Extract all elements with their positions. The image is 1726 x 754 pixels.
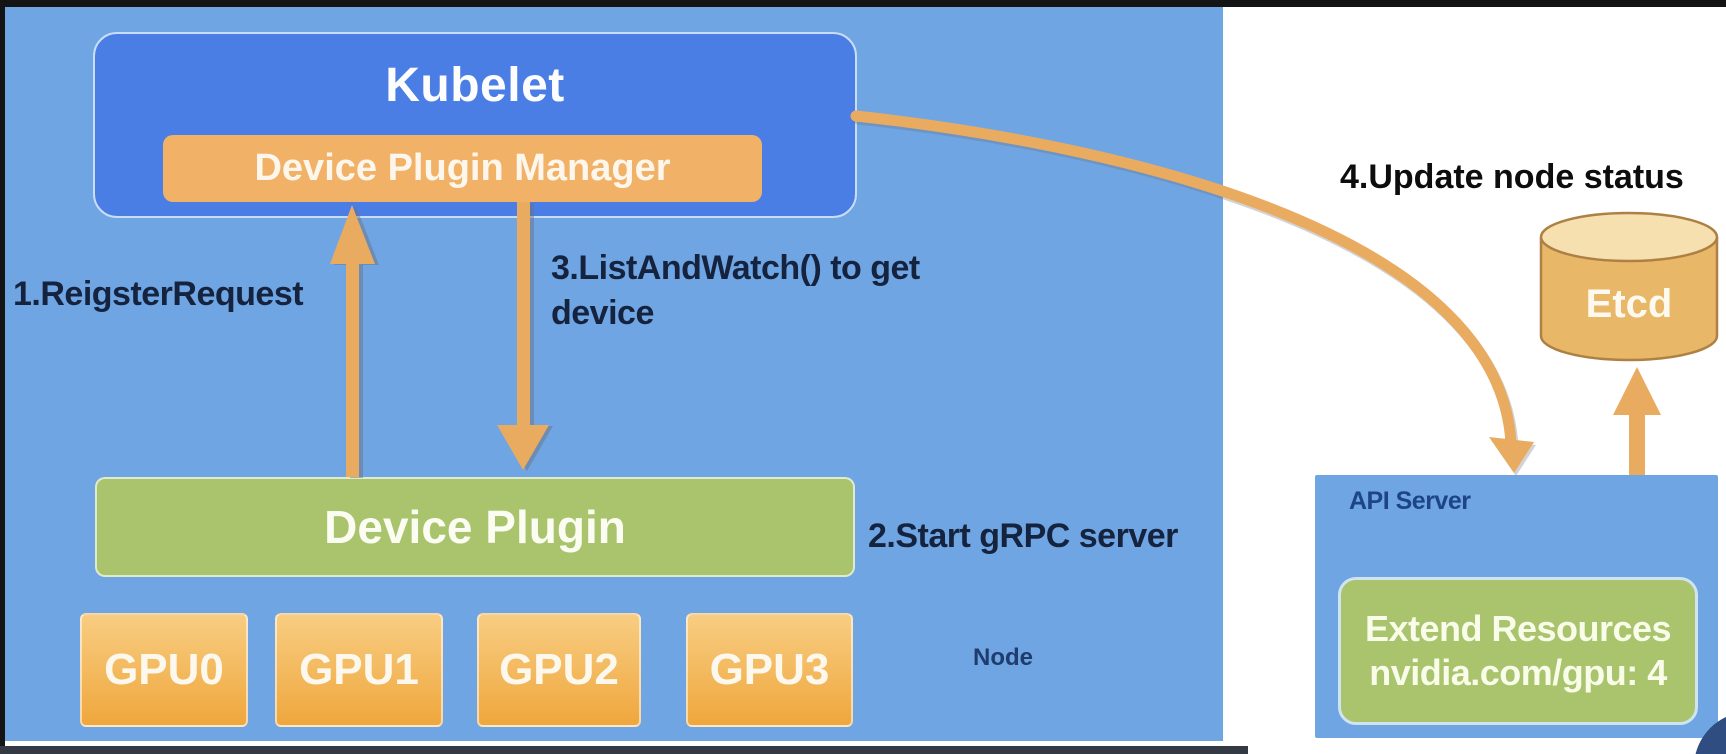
gpu-box: GPU0 xyxy=(80,613,248,727)
kubelet-title: Kubelet xyxy=(385,59,565,112)
screen-border-top xyxy=(0,0,1726,7)
node-label: Node xyxy=(973,644,1033,671)
device-plugin-manager-box: Device Plugin Manager xyxy=(163,135,762,202)
list-and-watch-label-line1: 3.ListAndWatch() to get xyxy=(551,249,920,287)
list-and-watch-label: 3.ListAndWatch() to get device xyxy=(551,246,951,336)
update-node-status-label: 4.Update node status xyxy=(1340,158,1684,196)
register-request-label: 1.ReigsterRequest xyxy=(13,275,304,313)
device-plugin-box: Device Plugin xyxy=(95,477,855,577)
gpu-box: GPU3 xyxy=(686,613,853,727)
list-and-watch-label-line2: device xyxy=(551,294,654,332)
etcd-label: Etcd xyxy=(1585,282,1673,326)
api-to-etcd-arrow-icon xyxy=(1613,367,1661,477)
extend-resources-line1: Extend Resources xyxy=(1364,608,1672,649)
extend-resources-box: Extend Resources nvidia.com/gpu: 4 xyxy=(1338,577,1698,725)
start-grpc-label: 2.Start gRPC server xyxy=(868,517,1178,555)
gpu-box: GPU1 xyxy=(275,613,443,727)
screen-border-bottom xyxy=(0,746,1248,754)
api-server-label: API Server xyxy=(1349,487,1471,515)
gpu-box: GPU2 xyxy=(477,613,641,727)
extend-resources-line2: nvidia.com/gpu: 4 xyxy=(1369,652,1667,693)
screen-border-left xyxy=(0,0,5,754)
